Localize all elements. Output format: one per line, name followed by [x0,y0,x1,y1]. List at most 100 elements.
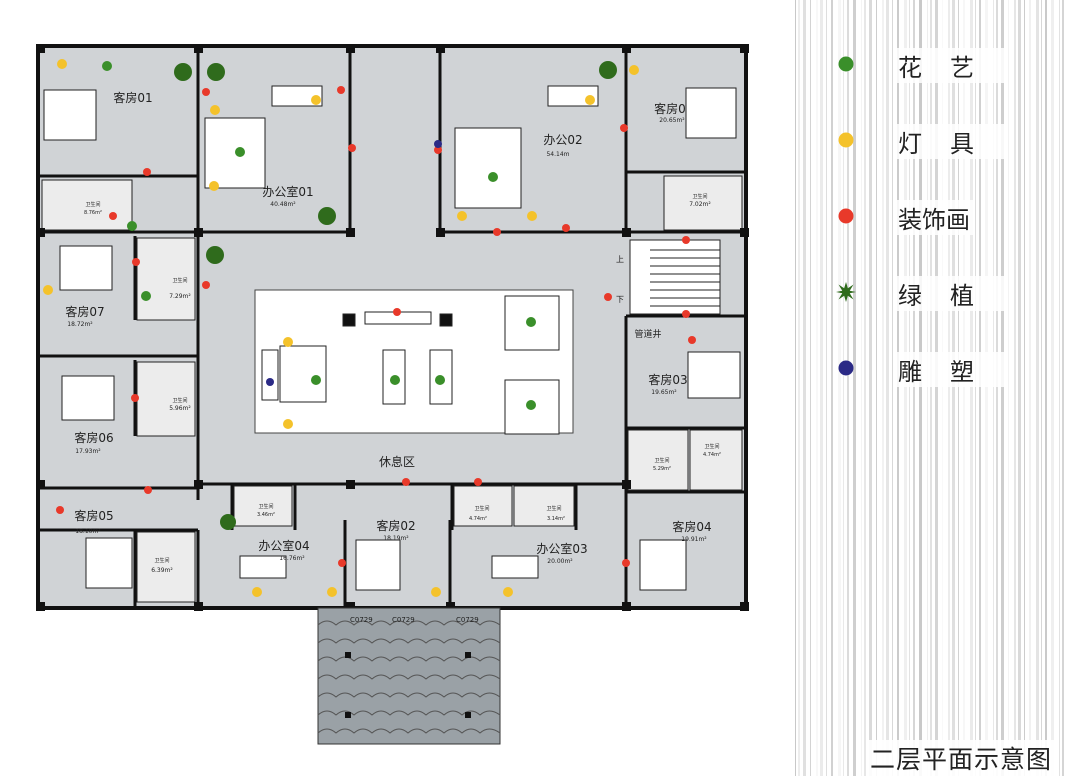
room-area: 18.72m² [67,321,93,328]
bathroom-label: 卫生间 [85,201,100,208]
room-label: 客房05 [74,508,113,523]
stripe-line [826,0,827,776]
stripe-line [1051,0,1054,776]
bathroom-label: 卫生间 [172,277,187,284]
staircase [629,239,721,315]
stripe-line [838,0,841,776]
bathroom-label: 卫生间 [258,503,273,510]
bathroom-label: 卫生间 [154,557,169,564]
bathroom-area: 3.14m² [547,516,565,522]
lounge-furniture [261,295,560,435]
plan-caption: 二层平面示意图 [866,740,1057,776]
stripe-line [904,0,907,776]
stripe-line [1018,0,1021,776]
room-area: 19.91m² [681,536,707,543]
legend-label: 灯具 [894,124,1006,159]
bathroom-area: 7.02m² [689,201,711,208]
bathroom-area: 6.39m² [151,567,173,574]
stripe-line [930,0,932,776]
stripe-line [886,0,889,776]
bathroom-area: 3.46m² [257,512,275,518]
room-label: 办公室03 [536,541,587,556]
entrance-canopy [317,607,501,745]
stripe-line [963,0,965,776]
stripe-line [831,0,833,776]
legend-label: 绿植 [894,276,1006,311]
plant-icon [206,246,224,264]
stripe-line [927,0,928,776]
office-furniture [204,85,599,579]
bathroom-area: 8.76m² [84,210,102,216]
door-codes: C0729 C0729 C0729 [350,616,479,624]
plant-icon [599,61,617,79]
lounge-label: 休息区 [379,454,415,469]
stripe-line [892,0,893,776]
bathroom-area: 5.96m² [169,405,191,412]
lamp-markers [43,59,639,597]
stripe-line [909,0,910,776]
legend-item-sculpture: 雕塑 [832,344,1032,420]
room-label: 客房0 [654,101,686,116]
stair-up-label: 上 [616,255,624,264]
stripe-line [1041,0,1042,776]
room-label: 办公02 [543,132,582,147]
legend: 花艺 灯具 装饰画 绿植 雕塑 [832,40,1032,420]
stripe-line [958,0,959,776]
room-area: 20.00m² [547,558,573,565]
plant-markers [174,61,617,530]
bathroom-blocks [41,175,743,603]
flower-markers [102,61,536,410]
painting-dot-icon [838,208,854,224]
door-code: C0729 [350,616,373,624]
sculpture-markers [266,140,442,386]
stripe-line [1045,0,1047,776]
plant-icon [318,207,336,225]
bathroom-label: 卫生间 [546,505,561,512]
stripe-line [1008,0,1009,776]
room-area: 16.76m² [279,555,305,562]
stripe-line [798,0,800,776]
room-area: 18.10m² [75,528,101,535]
room-label: 办公室01 [262,184,313,199]
bathroom-label: 卫生间 [704,443,719,450]
stripe-line [795,0,796,776]
stripe-line [948,0,950,776]
stripe-line [1062,0,1064,776]
bathroom-area: 4.74m² [703,452,721,458]
plant-icon [174,63,192,81]
legend-label: 雕塑 [894,352,1006,387]
bathroom-label: 卫生间 [172,397,187,404]
stripe-line [853,0,856,776]
room-label: 客房07 [65,304,104,319]
stripe-line [979,0,981,776]
room-area: 18.19m² [383,535,409,542]
stripe-line [876,0,877,776]
bathroom-labels: 卫生间 8.76m² 卫生间 7.29m² 卫生间 5.96m² 卫生间 6.3… [84,193,721,574]
stripe-line [952,0,955,776]
stripe-line [861,0,862,776]
room-label: 客房01 [113,90,152,105]
stripe-line [942,0,943,776]
stripe-line [869,0,872,776]
interior-walls [40,48,744,606]
stripe-line [1036,0,1039,776]
stripe-line [843,0,844,776]
room-label: 客房02 [376,518,415,533]
room-area: 17.93m² [75,448,101,455]
room-label: 客房04 [672,519,711,534]
room-label: 办公室04 [258,538,309,553]
room-area: 20.65m² [659,117,685,124]
bathroom-label: 卫生间 [654,457,669,464]
stripe-line [1059,0,1060,776]
stripe-line [882,0,884,776]
legend-label: 花艺 [894,48,1006,83]
legend-label: 装饰画 [894,200,974,235]
stripe-line [993,0,994,776]
bathroom-label: 卫生间 [474,505,489,512]
door-code: C0729 [456,616,479,624]
sculpture-dot-icon [838,360,854,376]
bathroom-area: 4.74m² [469,516,487,522]
stripe-line [970,0,973,776]
structural-columns [36,44,749,611]
stripe-line [985,0,988,776]
